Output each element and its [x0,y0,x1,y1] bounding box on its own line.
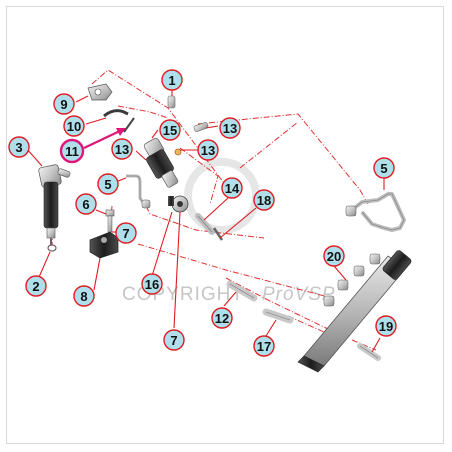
leader-13c [205,125,219,129]
leader-12 [223,291,237,307]
callout-7-left-label: 7 [122,226,129,241]
callout-18: 18 [253,189,275,211]
part-1-clip [167,95,176,109]
callout-20: 20 [323,245,345,267]
leader-16 [151,211,173,277]
leader-6 [95,209,107,215]
part-12-sleeve [226,280,258,302]
callout-9: 9 [53,93,75,115]
callout-3-label: 3 [15,140,22,155]
callout-16: 16 [141,273,163,295]
leader-19 [371,337,381,353]
part-3-injector [38,164,71,246]
callout-8-label: 8 [80,289,87,304]
leader-14 [203,197,229,221]
callout-6-label: 6 [82,197,89,212]
callout-7-bottom-label: 7 [170,333,177,348]
leader-20 [333,265,347,281]
assembly-lines [51,69,377,351]
leader-10 [85,117,107,125]
callout-2: 2 [25,275,47,297]
part-11-pin [123,117,135,133]
part-14-spacer [195,213,215,235]
callout-2-label: 2 [32,279,39,294]
part-8-clamp [89,231,119,259]
part-9-bracket [87,83,113,101]
callout-1-label: 1 [168,73,175,88]
callout-16-label: 16 [145,277,159,292]
callout-13-mid: 13 [197,139,219,161]
callout-19-label: 19 [379,319,393,334]
part-5-injector-line-left [126,174,151,209]
callout-18-label: 18 [257,193,271,208]
part-10-return-pipe [103,109,129,118]
callout-14-label: 14 [225,181,240,196]
leader-9 [75,95,89,103]
highlight-arrow-11 [83,128,126,149]
callout-13-left: 13 [111,138,133,160]
callout-9-label: 9 [60,97,67,112]
part-16-banjo-fitting [168,195,189,213]
callout-5-left-label: 5 [104,177,111,192]
callout-17-label: 17 [257,339,271,354]
part-15-valve-assembly [143,122,209,188]
part-2-washer [47,244,57,252]
callout-13-top-label: 13 [223,121,237,136]
callout-13-mid-label: 13 [201,143,215,158]
callout-5-right: 5 [373,157,395,179]
callout-10: 10 [63,115,85,137]
callout-14: 14 [221,177,243,199]
diagram-frame [6,6,444,444]
callout-15-label: 15 [163,123,177,138]
part-17-sleeve [262,308,294,324]
callout-17: 17 [253,335,275,357]
callout-8: 8 [73,285,95,307]
callouts: 1 2 3 5 5 6 7 [8,69,397,357]
callout-5-left: 5 [97,173,119,195]
watermark-brand: ProVSP [262,284,336,305]
part-5-injector-line-right [345,192,406,232]
part-6-bolt [105,209,115,233]
callout-11: 11 [59,138,85,164]
leader-17 [265,319,277,337]
callout-7-left: 7 [115,222,137,244]
watermark-text: COPYRIGHT [122,284,244,305]
callout-13-top: 13 [219,117,241,139]
leader-8 [93,257,101,291]
callout-5-right-label: 5 [380,161,387,176]
callout-1: 1 [161,69,183,91]
part-20-common-rail [297,250,412,373]
callout-15: 15 [159,119,181,141]
callout-19: 19 [375,315,397,337]
callout-10-label: 10 [67,119,81,134]
callout-3: 3 [8,136,30,158]
callout-7-bottom: 7 [163,329,185,351]
callout-12-label: 12 [215,311,229,326]
callout-6: 6 [75,193,97,215]
callout-20-label: 20 [327,249,341,264]
leader-lines [25,80,385,353]
leader-7b [173,211,181,329]
leader-15 [151,129,159,139]
callout-12: 12 [211,307,233,329]
leader-18 [219,207,257,239]
callout-11-label: 11 [65,144,79,159]
callout-13-left-label: 13 [115,142,129,157]
part-19-relief-valve [357,343,381,361]
leader-13a [135,150,147,161]
